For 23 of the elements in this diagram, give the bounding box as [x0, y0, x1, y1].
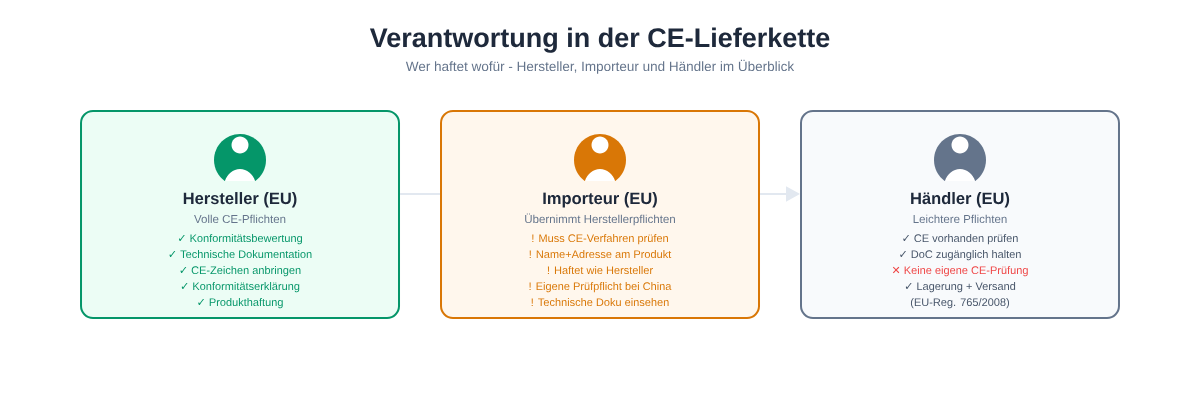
role-subtitle: Volle CE-Pflichten: [194, 214, 286, 224]
diagram-title: Verantwortung in der CE-Lieferkette: [369, 27, 830, 53]
duty-item: ✕ Keine eigene CE-Prüfung: [892, 266, 1028, 277]
duty-item: ✓ Technische Dokumentation: [169, 250, 312, 259]
subtitle: Wer haftet wofür - Hersteller, Importeur und Händler im Überblick: [405, 59, 795, 74]
role-subtitle: Übernimmt Herstellerpflichten: [525, 213, 675, 226]
role-heading: Importeur (EU): [543, 192, 657, 208]
role-heading: Hersteller (EU): [183, 192, 297, 208]
duty-item: ✓ Lagerung + Versand: [905, 282, 1016, 293]
duty-item: ✓ Produkthaftung: [198, 298, 283, 309]
duty-item: ! Technische Doku einsehen: [531, 298, 669, 307]
duty-item: ! Eigene Prüfpflicht bei China: [529, 282, 672, 293]
duty-item: ! Haftet wie Hersteller: [547, 266, 653, 275]
duty-item: ! Muss CE-Verfahren prüfen: [532, 234, 668, 245]
duty-item: ✓ Konformitätserklärung: [181, 282, 300, 293]
duty-item: ! Name+Adresse am Produkt: [529, 250, 672, 259]
duty-item: ✓ CE vorhanden prüfen: [903, 234, 1018, 245]
duty-item: ✓ DoC zugänglich halten: [900, 250, 1021, 261]
duty-item: (EU-Reg. 765/2008): [910, 298, 1009, 309]
role-subtitle: Leichtere Pflichten: [913, 214, 1007, 224]
duty-item: ✓ CE-Zeichen anbringen: [180, 266, 301, 277]
role-heading: Händler (EU): [911, 192, 1010, 208]
duty-item: ✓ Konformitätsbewertung: [178, 234, 302, 245]
